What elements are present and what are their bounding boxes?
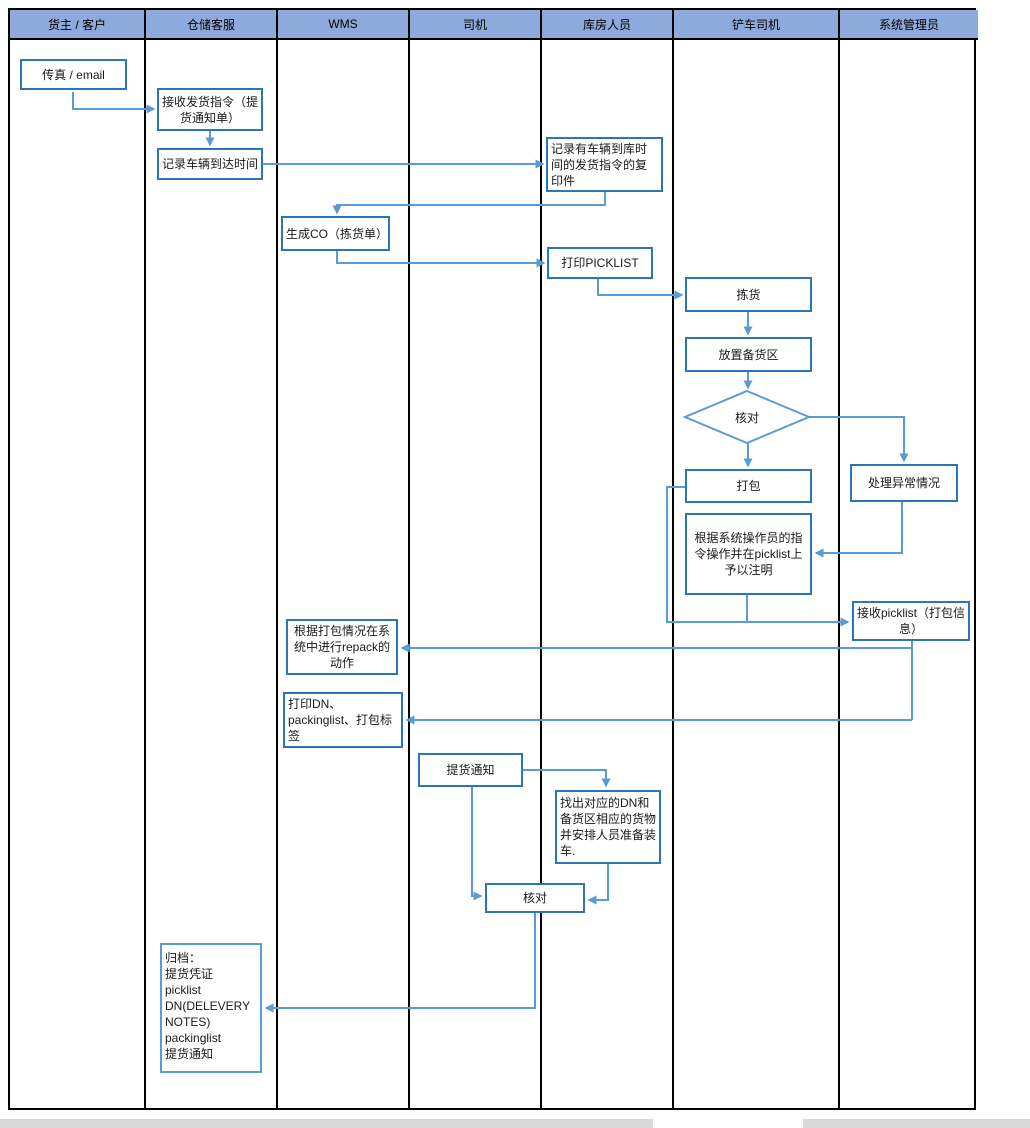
lane-header-label: WMS [328,17,358,31]
node-pickup-notice[interactable]: 提货通知 [418,753,523,787]
lane-header-label: 铲车司机 [731,17,780,32]
lane-header-label: 司机 [462,17,487,32]
node-check2[interactable]: 核对 [485,883,585,913]
node-handle-exception[interactable]: 处理异常情况 [850,464,958,502]
connector-pickup-notice-to-find-dn [523,769,611,788]
connector-handle-exception-to-follow-instruction [814,502,903,558]
lane-header-label: 仓储客服 [186,17,235,32]
node-staging-area[interactable]: 放置备货区 [685,337,812,372]
lane-divider [408,40,410,1108]
lane-divider [276,40,278,1108]
lane-header-label: 库房人员 [582,17,631,32]
decision-check1-diamond[interactable] [682,389,812,445]
lane-divider [144,40,146,1108]
lane-header-wms[interactable]: WMS [278,10,410,40]
node-generate-co[interactable]: 生成CO（拣货单） [281,216,390,251]
node-receive-picklist[interactable]: 接收picklist（打包信息） [852,601,970,641]
node-packing[interactable]: 打包 [685,469,812,503]
node-receive-order[interactable]: 接收发货指令（提货通知单） [157,88,263,131]
decision-check1-label: 核对 [734,410,759,425]
node-copy-order[interactable]: 记录有车辆到库时间的发货指令的复印件 [546,137,663,192]
lane-header-sysadmin[interactable]: 系统管理员 [840,10,978,40]
node-archive[interactable]: 归档： 提货凭证 picklist DN(DELEVERY NOTES) pac… [160,943,262,1073]
lane-header-warehouse-staff[interactable]: 库房人员 [542,10,674,40]
connector-check2-to-archive [264,913,536,1013]
connector-print-picklist-to-picking [597,279,684,300]
node-print-picklist[interactable]: 打印PICKLIST [547,247,653,279]
lane-divider [838,40,840,1108]
node-follow-instruction[interactable]: 根据系统操作员的指令操作并在picklist上予以注明 [685,513,812,595]
connector-copy-order-to-generate-co [332,192,606,215]
connector-pickup-notice-to-check2 [471,787,483,901]
node-find-dn-goods[interactable]: 找出对应的DN和 备货区相应的货物 并安排人员准备装 车. [555,790,661,864]
lane-header-label: 货主 / 客户 [47,17,106,32]
connector-packing-to-receive-picklist [666,486,850,627]
swimlane-table: 货主 / 客户 仓储客服 WMS 司机 库房人员 铲车司机 系统管理员 [8,8,978,1110]
lane-header-forklift-driver[interactable]: 铲车司机 [674,10,840,40]
lane-divider [672,40,674,1108]
connector-check1-to-handle-exception [807,416,909,463]
node-print-dn[interactable]: 打印DN、packinglist、打包标签 [283,692,403,748]
lane-header-cargo-owner[interactable]: 货主 / 客户 [10,10,146,40]
bottom-gray-bar-left [0,1119,653,1128]
node-picking[interactable]: 拣货 [685,277,812,312]
lane-header-driver[interactable]: 司机 [410,10,542,40]
node-fax[interactable]: 传真 / email [20,59,127,90]
lane-header-warehouse-cs[interactable]: 仓储客服 [146,10,278,40]
connector-fax-to-receive-order [72,92,156,114]
lane-divider [540,40,542,1108]
bottom-gray-bar-right [803,1119,1030,1128]
connector-find-dn-to-check2 [587,864,609,905]
node-record-arrival[interactable]: 记录车辆到达时间 [157,148,263,180]
lane-header-label: 系统管理员 [878,17,939,32]
connector-generate-co-to-print-picklist [336,251,546,268]
node-repack[interactable]: 根据打包情况在系统中进行repack的动作 [286,619,398,675]
